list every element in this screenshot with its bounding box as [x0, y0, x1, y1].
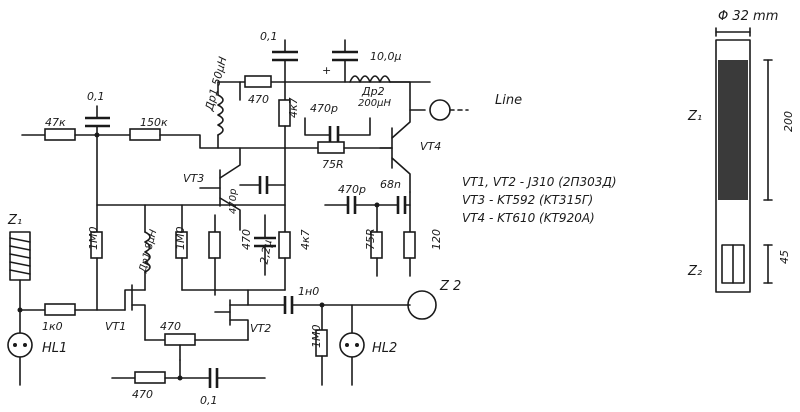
indicator-hl1: HL1: [7, 309, 67, 386]
svg-text:4к7: 4к7: [287, 97, 300, 118]
svg-text:Line: Line: [495, 93, 522, 108]
svg-text:Др1 50μH: Др1 50μH: [202, 55, 229, 113]
svg-text:10,0μ: 10,0μ: [370, 50, 402, 63]
capacitor-10u: + 10,0μ: [322, 39, 402, 77]
transistor-vt3: VT3: [183, 147, 241, 231]
capacitor-0.1-top: 0,1: [260, 30, 298, 62]
resistor-1m0-b: 1М0: [174, 204, 188, 291]
svg-text:+: +: [322, 64, 331, 77]
svg-text:120: 120: [430, 229, 443, 250]
transistor-vt4: VT4: [379, 81, 441, 193]
resistor-4k7-low: 4к7: [278, 184, 312, 291]
choke-dr2: Др2 200μH: [349, 75, 391, 109]
svg-text:0,1: 0,1: [87, 90, 105, 103]
resistor-470-top: 470: [244, 75, 272, 106]
probe-z2-label: Z₂: [687, 264, 702, 279]
mid-rail: [96, 204, 286, 291]
svg-text:HL2: HL2: [372, 341, 397, 356]
choke-dr1-50uh: Др1 50μH: [202, 55, 241, 149]
svg-text:Др1 8μH: Др1 8μH: [137, 228, 159, 275]
table-row: VT1, VT2 - J310 (2П303Д): [462, 175, 617, 189]
svg-text:VT2: VT2: [250, 322, 271, 335]
output-connector: Line: [429, 93, 522, 121]
resistor-470-vt2: 470: [144, 320, 249, 361]
svg-text:1М0: 1М0: [174, 227, 187, 251]
svg-text:200μH: 200μH: [358, 98, 391, 109]
resistor-470-mid: 470: [208, 214, 253, 296]
svg-text:150к: 150к: [140, 116, 168, 129]
svg-text:0,1: 0,1: [260, 30, 278, 43]
probe-dim-45: 45: [778, 250, 791, 264]
choke-dr1-8uh: Др1 8μH: [137, 204, 160, 291]
svg-text:Z 2: Z 2: [439, 279, 461, 294]
svg-text:470p: 470p: [310, 102, 338, 115]
svg-text:1М0: 1М0: [87, 227, 100, 251]
capacitor-0.1-bottom: 0,1: [177, 359, 266, 407]
svg-text:1н0: 1н0: [298, 285, 319, 298]
resistor-120: 120: [403, 204, 443, 277]
resistor-1m0-c: 1М0: [310, 302, 328, 386]
svg-text:VT4: VT4: [420, 140, 441, 153]
probe-z1-label: Z₁: [687, 109, 702, 124]
capacitor-1n0: 1н0: [247, 285, 411, 314]
svg-text:VT1: VT1: [105, 320, 126, 333]
input-rail: 47к 150к: [21, 116, 286, 149]
resistor-1k0: 1к0: [17, 303, 126, 333]
capacitor-470p-feedback: 470p: [304, 102, 371, 144]
resistor-75r-top: 75R: [284, 141, 393, 171]
table-row: VT4 - KT610 (KT920A): [462, 211, 595, 225]
svg-text:Др2: Др2: [361, 85, 385, 98]
sensor-z2-left: Z 2: [407, 279, 461, 320]
svg-text:470: 470: [132, 388, 153, 401]
table-row: VT3 - KT592 (KT315Г): [462, 193, 593, 207]
indicator-hl2: HL2: [339, 304, 397, 386]
coil-winding-z1: [718, 60, 748, 200]
svg-text:1к0: 1к0: [42, 320, 63, 333]
svg-text:470: 470: [240, 229, 253, 250]
svg-text:4к7: 4к7: [299, 229, 312, 250]
svg-text:68n: 68n: [380, 178, 401, 191]
resistor-4k7-mid: 4к7: [278, 81, 300, 149]
probe-dim-200: 200: [782, 111, 795, 132]
svg-text:1М0: 1М0: [310, 325, 323, 349]
resistor-470-bottom: 470: [111, 371, 211, 401]
svg-text:0,1: 0,1: [200, 394, 218, 407]
sensor-coil-z1-left: Z₁: [7, 213, 31, 311]
svg-text:2,2μ: 2,2μ: [257, 239, 274, 265]
svg-text:75R: 75R: [364, 228, 377, 250]
transistor-vt2: VT2: [214, 289, 271, 341]
svg-text:470: 470: [160, 320, 181, 333]
capacitor-0.1-left: 0,1: [85, 90, 110, 138]
transistor-vt1: VT1: [105, 284, 146, 341]
svg-text:HL1: HL1: [42, 341, 67, 356]
svg-text:Z₁: Z₁: [7, 213, 22, 228]
svg-text:470p: 470p: [228, 189, 239, 214]
svg-text:VT3: VT3: [183, 172, 204, 185]
probe-drawing: Φ 32 mm Z₁ Z₂ 200 45: [687, 9, 795, 293]
svg-text:470p: 470p: [338, 183, 366, 196]
capacitor-68n: 68n: [380, 178, 411, 214]
svg-text:47к: 47к: [45, 116, 66, 129]
capacitor-2.2u: 2,2μ: [254, 214, 276, 276]
resistor-1m0-a: 1М0: [87, 134, 103, 311]
resistor-75r-low: 75R: [364, 202, 383, 277]
svg-text:75R: 75R: [322, 158, 344, 171]
svg-text:470: 470: [248, 93, 269, 106]
component-table: VT1, VT2 - J310 (2П303Д) VT3 - KT592 (KT…: [462, 175, 617, 225]
probe-diameter: Φ 32 mm: [718, 9, 778, 24]
capacitor-470p-vt3: 470p: [228, 147, 286, 214]
